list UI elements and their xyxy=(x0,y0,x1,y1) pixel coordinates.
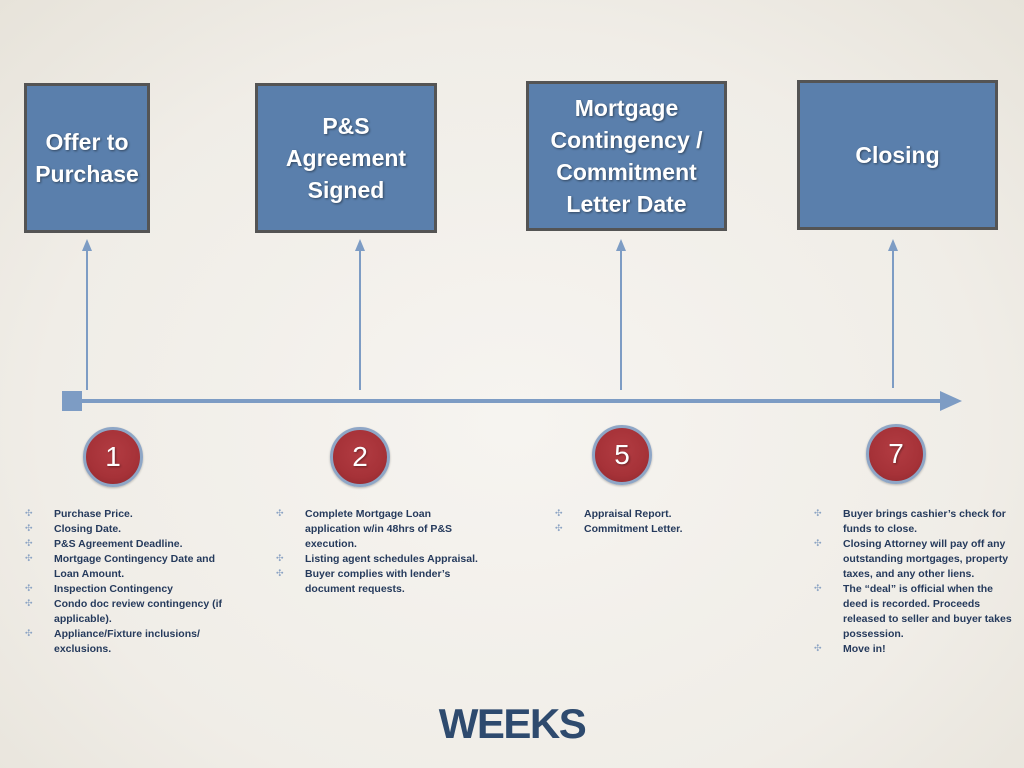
arrow-head xyxy=(616,239,626,251)
week-number: 5 xyxy=(614,439,630,470)
arrow-head xyxy=(888,239,898,251)
milestone-title: P&S Agreement Signed xyxy=(285,113,407,203)
week-number: 2 xyxy=(352,441,368,472)
list-item: Listing agent schedules Appraisal. xyxy=(276,552,481,567)
milestone-title: Mortgage Contingency / Commitment Letter… xyxy=(550,95,703,217)
milestone-arrow-1 xyxy=(82,239,92,390)
milestone-box-ps-agreement-signed: P&S Agreement Signed xyxy=(255,83,437,233)
mortgage-contingency-notes: Appraisal Report. Commitment Letter. xyxy=(555,507,754,537)
arrow-head xyxy=(355,239,365,251)
milestone-box-mortgage-contingency: Mortgage Contingency / Commitment Letter… xyxy=(526,81,727,231)
list-item: Move in! xyxy=(814,642,1015,657)
list-item: Commitment Letter. xyxy=(555,522,754,537)
milestone-box-offer-to-purchase: Offer to Purchase xyxy=(24,83,150,233)
week-number: 1 xyxy=(105,441,121,472)
list-item: Appliance/Fixture inclusions/ exclusions… xyxy=(25,627,238,657)
milestone-box-closing: Closing xyxy=(797,80,998,230)
timeline-axis xyxy=(62,391,962,411)
closing-notes: Buyer brings cashier’s check for funds t… xyxy=(814,507,1015,657)
list-item: Complete Mortgage Loan application w/in … xyxy=(276,507,481,552)
milestone-title: Offer to Purchase xyxy=(35,129,139,187)
week-number: 7 xyxy=(888,438,904,469)
milestone-title: Closing xyxy=(855,142,940,168)
list-item: Condo doc review contingency (if applica… xyxy=(25,597,238,627)
timeline-arrow-head xyxy=(940,391,962,411)
arrow-head xyxy=(82,239,92,251)
list-item: Mortgage Contingency Date and Loan Amoun… xyxy=(25,552,238,582)
list-item: Closing Attorney will pay off any outsta… xyxy=(814,537,1015,582)
list-item: Buyer complies with lender’s document re… xyxy=(276,567,481,597)
list-item: Closing Date. xyxy=(25,522,238,537)
timeline-start-marker xyxy=(62,391,82,411)
list-item: Purchase Price. xyxy=(25,507,238,522)
offer-to-purchase-notes: Purchase Price. Closing Date. P&S Agreem… xyxy=(25,507,238,657)
weeks-logo: WEEKS xyxy=(438,700,587,747)
week-badge-2: 2 xyxy=(330,427,390,487)
ps-agreement-notes: Complete Mortgage Loan application w/in … xyxy=(276,507,481,597)
list-item: P&S Agreement Deadline. xyxy=(25,537,238,552)
list-item: Buyer brings cashier’s check for funds t… xyxy=(814,507,1015,537)
list-item: The “deal” is official when the deed is … xyxy=(814,582,1015,642)
milestone-arrow-2 xyxy=(355,239,365,390)
list-item: Inspection Contingency xyxy=(25,582,238,597)
list-item: Appraisal Report. xyxy=(555,507,754,522)
week-badge-1: 1 xyxy=(83,427,143,487)
milestone-arrow-4 xyxy=(888,239,898,388)
week-badge-7: 7 xyxy=(866,424,926,484)
milestone-arrow-3 xyxy=(616,239,626,390)
week-badge-5: 5 xyxy=(592,425,652,485)
